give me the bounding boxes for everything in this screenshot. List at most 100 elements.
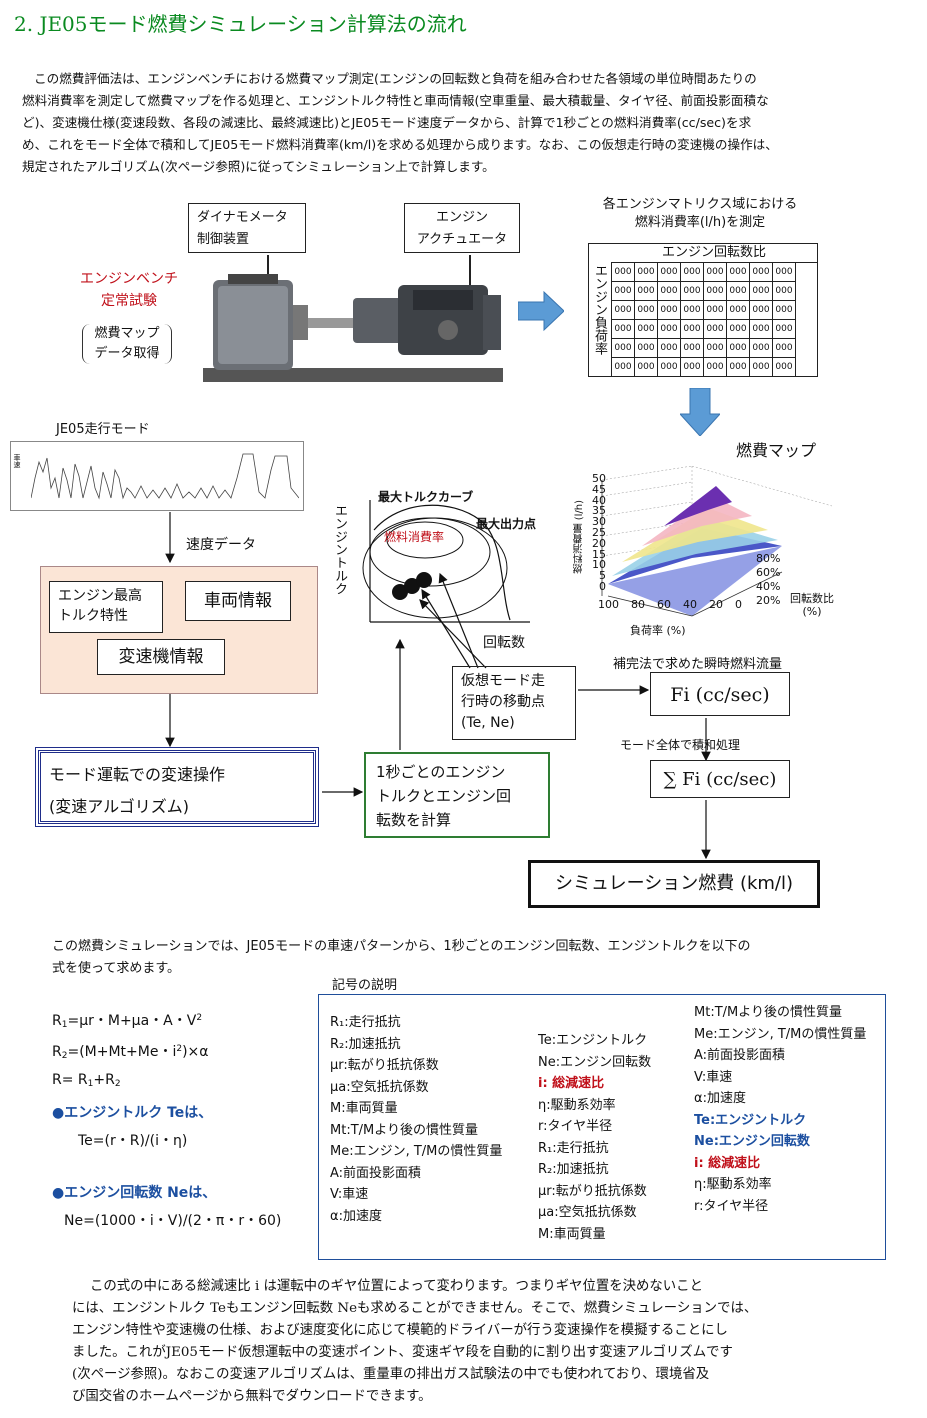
legend-item: Ne:エンジン回転数 — [538, 1054, 652, 1070]
matrix-cell: 000 — [772, 338, 796, 358]
fuel-map-title: 燃費マップ — [736, 441, 817, 460]
x-tick: 0 — [735, 598, 742, 611]
torque-map — [362, 500, 530, 623]
z-tick: 50 — [592, 472, 606, 485]
virtual-points-line: (Te, Ne) — [461, 715, 515, 731]
transmission-info-box: 変速機情報 — [97, 639, 225, 675]
connector-arrows — [165, 512, 711, 860]
max-power-label: 最大出力点 — [476, 517, 537, 531]
x-tick: 80 — [631, 598, 645, 611]
intro-line: この燃費評価法は、エンジンベンチにおける燃費マップ測定(エンジンの回転数と負荷を… — [34, 71, 757, 86]
legend-item: μr:転がり抵抗係数 — [538, 1183, 647, 1199]
legend-item: μa:空気抵抗係数 — [330, 1079, 429, 1095]
fuel-rate-label: 燃料消費率 — [384, 530, 445, 544]
speed-data-label: 速度データ — [186, 537, 256, 553]
legend-item: R₂:加速抵抗 — [538, 1162, 609, 1177]
legend-item: i: 総減速比 — [538, 1076, 605, 1091]
intro-line: 燃料消費率を測定して燃費マップを作る処理と、エンジントルク特性と車両情報(空車重… — [22, 93, 769, 108]
z-tick: 35 — [592, 504, 606, 518]
legend-item: μa:空気抵抗係数 — [538, 1205, 637, 1220]
legend-item: α:加速度 — [694, 1091, 746, 1106]
legend-item: R₁:走行抵抗 — [330, 1015, 401, 1030]
matrix-cell: 000 — [726, 357, 750, 377]
legend-item: M:車両質量 — [330, 1101, 398, 1116]
z-tick: 30 — [592, 515, 606, 529]
z-tick: 5 — [599, 569, 606, 583]
engine-label-line: アクチュエータ — [416, 232, 508, 247]
legend-col1: R₁:走行抵抗 R₂:加速抵抗 μr:転がり抵抗係数 μa:空気抵抗係数 M:車両質量 M… — [330, 1012, 502, 1227]
legend-item: r:タイヤ半径 — [694, 1198, 769, 1214]
legend-item: r:タイヤ半径 — [538, 1119, 613, 1134]
fi-box: Fi (cc/sec) — [650, 672, 790, 716]
formulas: R1=μr・M+μa・A・V2 R2=(M+Mt+Me・i2)×α R= R1+… — [52, 1006, 209, 1096]
mode-label: JE05走行モード — [56, 422, 150, 437]
intro-line: 規定されたアルゴリズム(次ページ参照)に従ってシミュレーション上で計算します。 — [22, 159, 495, 174]
engine-label-box: エンジン アクチュエータ — [404, 203, 520, 253]
map-measure-label: 燃費マップ データ取得 — [82, 324, 172, 364]
z-tick: 45 — [592, 482, 606, 496]
y-tick: 80% — [756, 552, 781, 565]
legend-item: R₂:加速抵抗 — [330, 1036, 401, 1052]
ne-formula: Ne=(1000・i・V)/(2・π・r・60) — [64, 1213, 282, 1229]
legend-item: η:駆動系効率 — [694, 1177, 772, 1192]
legend-item: Mt:T/Mより後の慣性質量 — [694, 1005, 842, 1020]
intro-line: ど)、変速機仕様(変速段数、各段の減速比、最終減速比)とJE05モード速度データ… — [22, 115, 752, 130]
legend-item: A:前面投影面積 — [694, 1048, 786, 1063]
arrow-down-icon — [680, 388, 720, 436]
intro-paragraph: この燃費評価法は、エンジンベンチにおける燃費マップ測定(エンジンの回転数と負荷を… — [22, 68, 892, 178]
bottom-line: この式の中にある総減速比 i は運転中のギヤ位置によって変わります。つまりギヤ位… — [90, 1279, 703, 1294]
z-tick: 15 — [592, 547, 606, 561]
y-tick: 40% — [756, 580, 781, 593]
legend-item: α:加速度 — [330, 1208, 382, 1224]
vehicle-info-box: 車両情報 — [185, 581, 291, 621]
dyno-label-line: 制御装置 — [197, 232, 250, 247]
virtual-points-line: 行時の移動点 — [461, 694, 545, 710]
shift-operation-box: モード運転での変速操作 (変速アルゴリズム) — [35, 747, 319, 827]
z-tick: 10 — [592, 558, 606, 572]
engine-bench-illustration — [203, 255, 503, 382]
legend-item: Te:エンジントルク — [694, 1112, 807, 1128]
shift-operation-line: モード運転での変速操作 — [49, 765, 226, 784]
engine-label-line: エンジン — [435, 210, 488, 225]
intro-line: め、これをモード全体で積和してJE05モード燃料消費率(km/l)を求める処理か… — [22, 137, 778, 152]
z-tick: 40 — [592, 493, 606, 507]
matrix-caption-line: 燃料消費率(l/h)を測定 — [634, 215, 766, 230]
legend-item: Mt:T/Mより後の慣性質量 — [330, 1122, 478, 1138]
legend-item: μr:転がり抵抗係数 — [330, 1058, 439, 1073]
legend-item: Me:エンジン, T/Mの慣性質量 — [330, 1144, 503, 1159]
max-torque-curve-label: 最大トルクカーブ — [378, 490, 474, 504]
calc-box-line: 1秒ごとのエンジン — [376, 763, 506, 781]
bottom-line: には、エンジントルク Teもエンジン回転数 Neも求めることができません。そこで… — [72, 1301, 758, 1316]
dyno-label-box: ダイナモメータ 制御装置 — [188, 203, 306, 253]
matrix-caption-line: 各エンジンマトリクス域における — [602, 197, 798, 212]
vehicle-info-panel: エンジン最高 トルク特性 車両情報 変速機情報 — [40, 566, 318, 694]
bottom-line: ました。これがJE05モード仮想運転中の変速ポイント、変速ギヤ段を自動的に割り出… — [72, 1345, 733, 1360]
map-measure-line: 燃費マップ — [94, 326, 160, 341]
calc-box-line: トルクとエンジン回 — [376, 787, 512, 805]
te-formula: Te=(r・R)/(i・η) — [78, 1133, 188, 1149]
formula-intro: この燃費シミュレーションでは、JE05モードの車速パターンから、1秒ごとのエンジ… — [52, 936, 751, 980]
legend-box — [318, 994, 886, 1260]
legend-item: V:車速 — [694, 1069, 733, 1085]
map-measure-line: データ取得 — [94, 346, 160, 361]
fuel-map-xlabel: 負荷率 (%) — [630, 624, 686, 637]
z-tick: 0 — [599, 579, 606, 593]
engine-torque-axis-label: エンジントルク — [332, 504, 347, 595]
legend-item: Ne:エンジン回転数 — [694, 1134, 810, 1149]
y-tick: 20% — [756, 594, 781, 607]
y-tick: 60% — [756, 566, 781, 579]
fuel-map-ylabel: 回転数比 (%) — [790, 592, 834, 618]
x-tick: 100 — [598, 598, 619, 611]
virtual-points-box: 仮想モード走 行時の移動点 (Te, Ne) — [452, 666, 576, 740]
calc-box: 1秒ごとのエンジン トルクとエンジン回 転数を計算 — [364, 752, 550, 838]
z-tick: 25 — [592, 525, 606, 539]
ne-heading: ●エンジン回転数 Neは、 — [52, 1185, 217, 1201]
legend-item: A:前面投影面積 — [330, 1165, 422, 1181]
